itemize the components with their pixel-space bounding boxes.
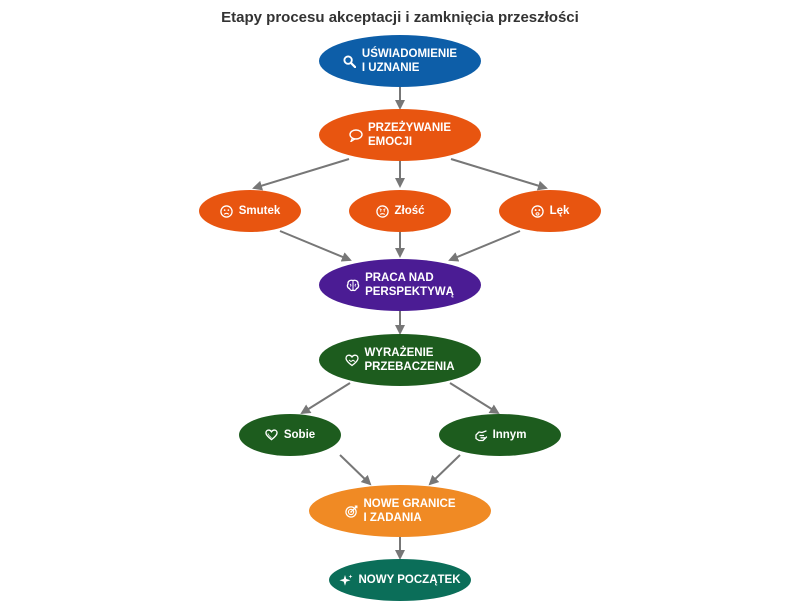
edge-przezywanie-lek: [450, 158, 548, 191]
sad-face-icon: [220, 204, 234, 218]
edge-smutek-praca: [279, 230, 352, 262]
edge-wyrazenie-innym: [449, 382, 500, 415]
node-smutek-label: Smutek: [238, 205, 281, 217]
node-poczatek-label: NOWY POCZĄTEK: [358, 574, 461, 586]
edge-lek-praca: [448, 230, 521, 262]
fearful-face-icon: [531, 204, 545, 218]
speech-bubble-icon: [349, 128, 363, 142]
node-wyrazenie: WYRAŻENIE PRZEBACZENIA: [319, 334, 481, 386]
node-praca: PRACA NAD PERSPEKTYWĄ: [319, 259, 481, 311]
node-innym: Innym: [439, 414, 561, 456]
node-przezywanie: PRZEŻYWANIE EMOCJI: [319, 109, 481, 161]
node-uswiadomienie: UŚWIADOMIENIE I UZNANIE: [319, 35, 481, 87]
node-poczatek: NOWY POCZĄTEK: [329, 559, 471, 601]
node-smutek: Smutek: [199, 190, 301, 232]
node-zlosc: Złość: [349, 190, 451, 232]
node-lek-label: Lęk: [549, 205, 570, 217]
node-uswiadomienie-label: UŚWIADOMIENIE I UZNANIE: [361, 48, 458, 74]
node-zlosc-label: Złość: [394, 205, 425, 217]
node-wyrazenie-label: WYRAŻENIE PRZEBACZENIA: [364, 347, 455, 373]
angry-face-icon: [375, 204, 389, 218]
handshake-heart-icon: [345, 353, 360, 367]
node-przezywanie-label: PRZEŻYWANIE EMOCJI: [367, 122, 452, 148]
magnifier-icon: [343, 54, 357, 68]
hand-icon: [474, 428, 488, 442]
node-granice-label: NOWE GRANICE I ZADANIA: [363, 498, 456, 524]
brain-icon: [346, 278, 360, 292]
edge-sobie-granice: [339, 454, 372, 486]
node-granice: NOWE GRANICE I ZADANIA: [309, 485, 491, 537]
node-lek: Lęk: [499, 190, 601, 232]
heart-icon: [265, 428, 279, 442]
diagram-title: Etapy procesu akceptacji i zamknięcia pr…: [221, 9, 579, 26]
node-praca-label: PRACA NAD PERSPEKTYWĄ: [365, 272, 454, 298]
edge-innym-granice: [428, 454, 461, 486]
edge-przezywanie-smutek: [252, 158, 350, 191]
sparkles-icon: [339, 573, 353, 587]
edge-wyrazenie-sobie: [300, 382, 351, 415]
node-sobie: Sobie: [239, 414, 341, 456]
node-sobie-label: Sobie: [283, 429, 316, 441]
node-innym-label: Innym: [492, 429, 527, 441]
target-icon: [345, 504, 359, 518]
